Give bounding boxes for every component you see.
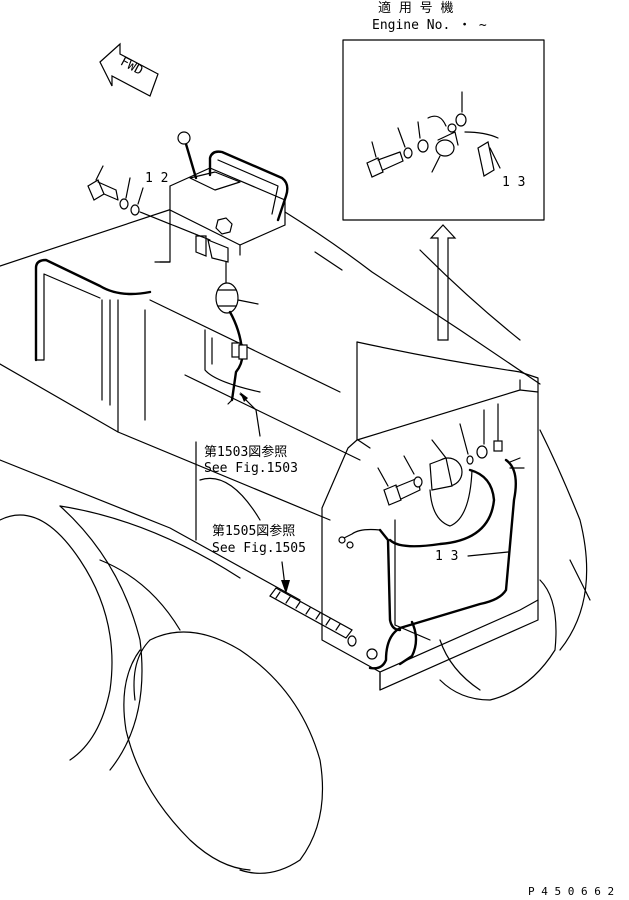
inset-switch bbox=[427, 115, 459, 173]
inset-bracket bbox=[477, 141, 495, 177]
view-arrow bbox=[429, 224, 457, 341]
inset-washer bbox=[403, 147, 413, 159]
machine-rear-body bbox=[0, 207, 541, 601]
inset-frame bbox=[342, 39, 545, 221]
reference-1503-en: See Fig.1503 bbox=[204, 461, 298, 476]
harness-13: 1 3 bbox=[338, 457, 525, 670]
control-console bbox=[154, 131, 289, 263]
drawing-number: P 4 5 0 6 6 2 bbox=[528, 885, 614, 898]
switch-bracket bbox=[195, 235, 207, 257]
switch-cable-left bbox=[215, 261, 261, 437]
lamp-housing bbox=[321, 341, 591, 701]
nut bbox=[215, 217, 233, 235]
reference-1505: 第1505図参照 See Fig.1505 bbox=[212, 523, 306, 595]
inset-detail: 適 用 号 機 Engine No. ・ ~ 1 3 bbox=[342, 0, 545, 221]
lever-knob bbox=[177, 131, 191, 145]
inset-title-en: Engine No. ・ ~ bbox=[372, 18, 487, 33]
inset-bolt bbox=[366, 141, 404, 178]
inset-title-jp: 適 用 号 機 bbox=[378, 0, 453, 16]
fwd-arrow-icon: FWD bbox=[99, 42, 159, 97]
reference-1503-jp: 第1503図参照 bbox=[204, 444, 287, 460]
rotary-switch bbox=[215, 282, 239, 314]
reference-1503: 第1503図参照 See Fig.1503 bbox=[195, 441, 298, 541]
bolt-12-assembly: 1 2 bbox=[87, 165, 211, 241]
reference-1505-jp: 第1505図参照 bbox=[212, 523, 295, 539]
inset-callout-13: 1 3 bbox=[502, 175, 525, 190]
tire bbox=[0, 505, 324, 874]
lamp-assembly bbox=[377, 403, 503, 548]
reference-1505-en: See Fig.1505 bbox=[212, 541, 306, 556]
wiring-harness bbox=[269, 587, 357, 647]
callout-13: 1 3 bbox=[435, 549, 458, 564]
callout-12: 1 2 bbox=[145, 171, 168, 186]
